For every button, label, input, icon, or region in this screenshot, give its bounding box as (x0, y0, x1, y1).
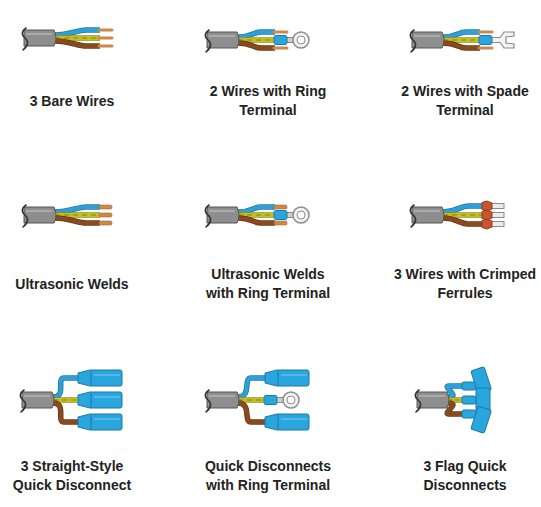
caption: 2 Wires with Ring Terminal (196, 82, 340, 120)
caption-box: Ultrasonic Welds (0, 264, 144, 304)
caption-box: 3 Straight-Style Quick Disconnect (0, 456, 144, 496)
caption-box: 2 Wires with Ring Terminal (196, 81, 340, 121)
caption: 3 Wires with Crimped Ferrules (393, 265, 537, 303)
caption: Quick Disconnects with Ring Terminal (196, 457, 340, 495)
cable (410, 201, 504, 229)
caption: 2 Wires with Spade Terminal (393, 82, 537, 120)
caption-box: 3 Flag Quick Disconnects (393, 456, 537, 496)
caption: 3 Flag Quick Disconnects (393, 457, 537, 495)
cable (205, 205, 309, 227)
caption-box: Ultrasonic Welds with Ring Terminal (196, 264, 340, 304)
cable (20, 370, 122, 430)
cable (410, 30, 514, 52)
caption: Ultrasonic Welds with Ring Terminal (196, 265, 340, 303)
caption-box: 3 Bare Wires (0, 81, 144, 121)
cable (205, 370, 309, 430)
caption: 3 Straight-Style Quick Disconnect (0, 457, 144, 495)
caption-box: Quick Disconnects with Ring Terminal (196, 456, 340, 496)
cable (22, 28, 112, 50)
cable (22, 205, 112, 227)
cable (205, 30, 309, 52)
cable (415, 367, 491, 434)
caption: 3 Bare Wires (30, 92, 115, 111)
caption-box: 2 Wires with Spade Terminal (393, 81, 537, 121)
caption-box: 3 Wires with Crimped Ferrules (393, 264, 537, 304)
caption: Ultrasonic Welds (15, 275, 128, 294)
